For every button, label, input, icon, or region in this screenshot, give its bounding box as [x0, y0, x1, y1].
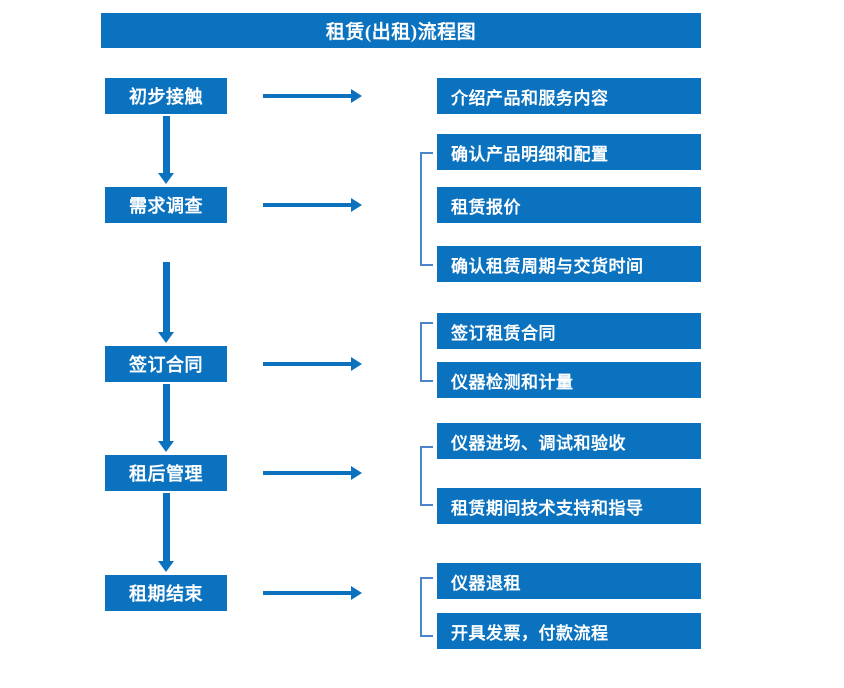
detail-arrow-right-5 [263, 586, 362, 600]
arrow-shaft [263, 203, 351, 207]
detail-box-3-2[interactable]: 仪器检测和计量 [437, 362, 701, 398]
group-bracket-4 [420, 446, 433, 506]
flow-arrow-down-4 [156, 493, 176, 572]
detail-box-2-2[interactable]: 租赁报价 [437, 187, 701, 223]
arrow-head [351, 89, 362, 103]
flow-arrow-down-3 [156, 384, 176, 452]
arrow-head [351, 198, 362, 212]
group-bracket-3 [420, 322, 433, 382]
detail-box-5-1[interactable]: 仪器退租 [437, 563, 701, 599]
arrow-shaft [263, 94, 351, 98]
arrow-shaft [163, 116, 170, 173]
detail-arrow-right-3 [263, 357, 362, 371]
stage-box-4[interactable]: 租后管理 [105, 455, 227, 491]
detail-box-3-1[interactable]: 签订租赁合同 [437, 313, 701, 349]
group-bracket-5 [420, 577, 433, 637]
detail-box-2-3[interactable]: 确认租赁周期与交货时间 [437, 246, 701, 282]
detail-box-4-2[interactable]: 租赁期间技术支持和指导 [437, 488, 701, 524]
arrow-head [351, 357, 362, 371]
arrow-head [158, 441, 174, 452]
detail-box-2-1[interactable]: 确认产品明细和配置 [437, 134, 701, 170]
arrow-head [351, 466, 362, 480]
arrow-shaft [163, 262, 170, 332]
arrow-shaft [163, 384, 170, 441]
arrow-shaft [163, 493, 170, 561]
stage-box-1[interactable]: 初步接触 [105, 78, 227, 114]
stage-box-2[interactable]: 需求调查 [105, 187, 227, 223]
arrow-head [351, 586, 362, 600]
detail-box-5-2[interactable]: 开具发票，付款流程 [437, 613, 701, 649]
detail-box-1-1[interactable]: 介绍产品和服务内容 [437, 78, 701, 114]
arrow-head [158, 173, 174, 184]
group-bracket-2 [420, 152, 433, 266]
detail-box-4-1[interactable]: 仪器进场、调试和验收 [437, 423, 701, 459]
arrow-shaft [263, 362, 351, 366]
detail-arrow-right-4 [263, 466, 362, 480]
flowchart-title: 租赁(出租)流程图 [101, 13, 701, 48]
detail-arrow-right-2 [263, 198, 362, 212]
arrow-head [158, 332, 174, 343]
stage-box-5[interactable]: 租期结束 [105, 575, 227, 611]
flow-arrow-down-1 [156, 116, 176, 184]
arrow-shaft [263, 591, 351, 595]
stage-box-3[interactable]: 签订合同 [105, 346, 227, 382]
arrow-head [158, 561, 174, 572]
flow-arrow-down-2 [156, 262, 176, 343]
arrow-shaft [263, 471, 351, 475]
detail-arrow-right-1 [263, 89, 362, 103]
